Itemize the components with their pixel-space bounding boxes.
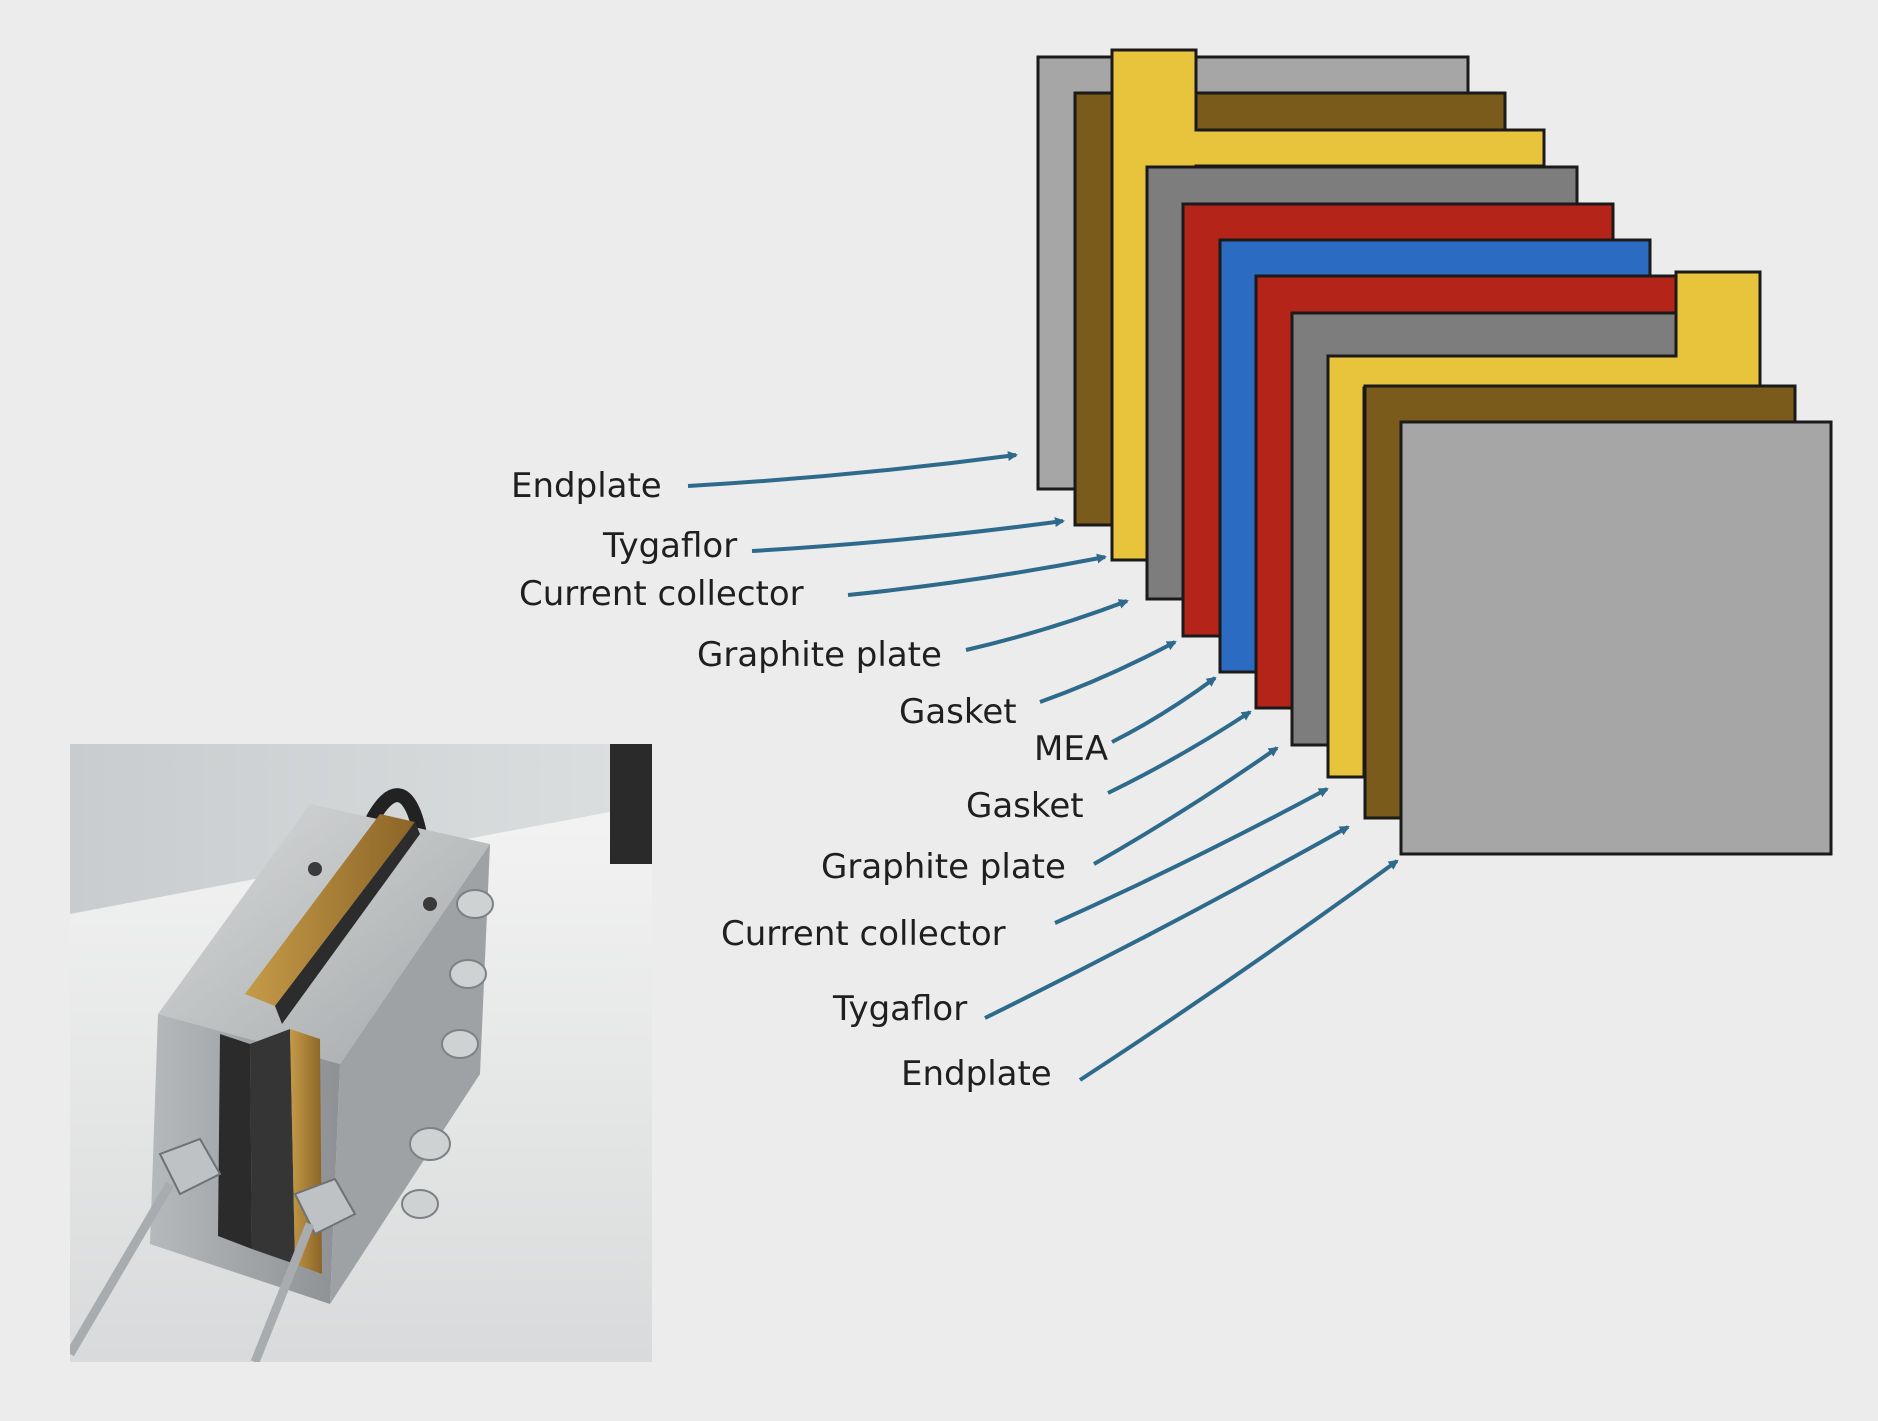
label-graphite-plate-2: Graphite plate xyxy=(821,847,1066,887)
label-arrow-9 xyxy=(1054,787,1329,925)
label-arrow-4 xyxy=(965,599,1129,652)
label-arrow-7 xyxy=(1107,710,1252,795)
layer-sheet-endplate-11 xyxy=(1399,420,1833,856)
label-graphite-plate-1: Graphite plate xyxy=(697,635,942,675)
label-arrow-1 xyxy=(687,451,1018,488)
layer-stack xyxy=(1036,48,1833,856)
label-endplate-1: Endplate xyxy=(511,466,662,506)
label-arrow-3 xyxy=(847,553,1107,597)
label-tygaflor-2: Tygaflor xyxy=(832,989,967,1029)
label-arrow-2 xyxy=(751,517,1065,553)
label-mea: MEA xyxy=(1034,729,1108,769)
label-gasket-2: Gasket xyxy=(966,786,1084,826)
label-current-collector-2: Current collector xyxy=(721,914,1006,954)
label-gasket-1: Gasket xyxy=(899,692,1017,732)
fuel-cell-photo xyxy=(70,744,652,1362)
label-arrow-6 xyxy=(1111,676,1217,744)
label-arrow-5 xyxy=(1039,640,1177,704)
label-arrows xyxy=(687,451,1399,1082)
label-endplate-2: Endplate xyxy=(901,1054,1052,1094)
layer-labels: Endplate Tygaflor Current collector Grap… xyxy=(511,466,1108,1094)
label-arrow-11 xyxy=(1078,859,1399,1082)
label-tygaflor-1: Tygaflor xyxy=(602,526,737,566)
label-arrow-8 xyxy=(1093,746,1279,866)
label-current-collector-1: Current collector xyxy=(519,574,804,614)
label-arrow-10 xyxy=(984,825,1350,1020)
